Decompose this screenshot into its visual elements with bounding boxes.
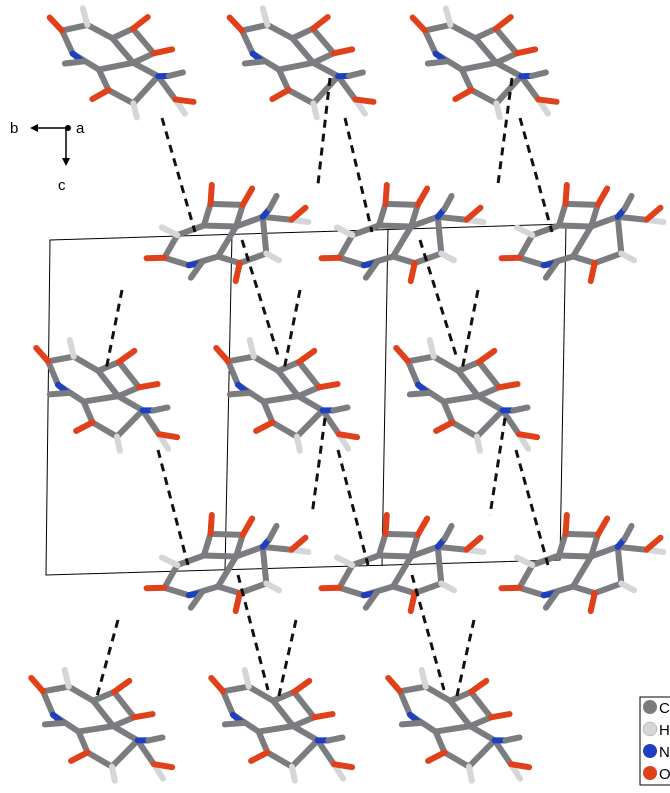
molecule (208, 0, 396, 134)
legend-label-c: C (659, 700, 670, 717)
axis-label-c: c (58, 177, 66, 194)
molecule (486, 151, 670, 315)
molecule (192, 316, 381, 468)
molecule (372, 316, 561, 468)
unit-cell-outline (45, 223, 567, 576)
molecule (306, 151, 497, 315)
legend-label-h: H (659, 722, 670, 739)
molecule (7, 646, 196, 793)
axis-label-b: b (10, 120, 18, 137)
legend-label-o: O (659, 766, 670, 783)
atom-legend: C H N O (639, 696, 670, 786)
hydrogen-swatch-icon (642, 721, 658, 737)
b-arrowhead-icon (30, 124, 38, 132)
oxygen-swatch-icon (643, 766, 657, 780)
molecule (391, 0, 579, 134)
legend-label-n: N (659, 744, 670, 761)
axis-label-a: a (76, 120, 85, 137)
molecule (364, 646, 553, 793)
nitrogen-swatch-icon (643, 744, 657, 758)
a-axis-dot (65, 125, 71, 131)
axis-indicator: b a c (10, 120, 85, 194)
molecule (486, 481, 670, 645)
molecule (187, 646, 376, 793)
molecules (7, 0, 670, 793)
molecule (12, 316, 201, 468)
carbon-swatch-icon (643, 700, 657, 714)
c-arrowhead-icon (62, 158, 70, 166)
molecule (28, 0, 216, 134)
hydrogen-bonds (94, 77, 554, 701)
molecule (131, 151, 322, 315)
